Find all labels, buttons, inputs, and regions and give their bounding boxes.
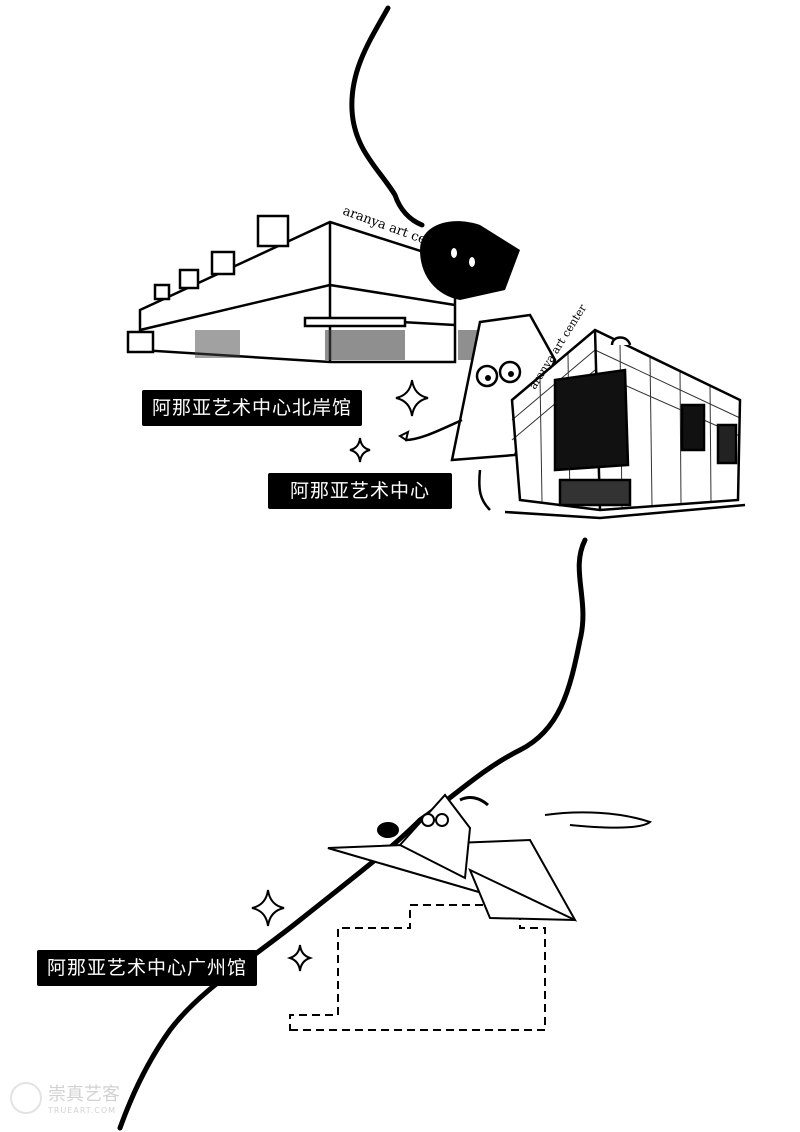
paper-plane — [327, 793, 653, 922]
label-main: 阿那亚艺术中心 — [268, 473, 453, 509]
watermark-en: TRUEART.COM — [48, 1106, 117, 1115]
sparkle-icon — [349, 437, 371, 463]
character — [398, 221, 557, 511]
north-shore-building: aranya art center — [126, 204, 483, 364]
dashed-building-outline — [289, 904, 546, 1031]
label-guangzhou: 阿那亚艺术中心广州馆 — [37, 950, 258, 986]
sparkle-icon — [286, 944, 314, 972]
sparkle-icons — [251, 379, 429, 972]
label-north-shore: 阿那亚艺术中心北岸馆 — [142, 390, 363, 426]
path-line-bottom — [117, 537, 588, 1131]
watermark-cn: 崇真艺客 — [48, 1084, 120, 1105]
sparkle-icon — [251, 889, 285, 927]
main-building: aranya art center — [504, 301, 746, 520]
path-line-top — [349, 5, 425, 228]
watermark-logo-icon — [10, 1081, 42, 1114]
sparkle-icon — [395, 379, 429, 417]
